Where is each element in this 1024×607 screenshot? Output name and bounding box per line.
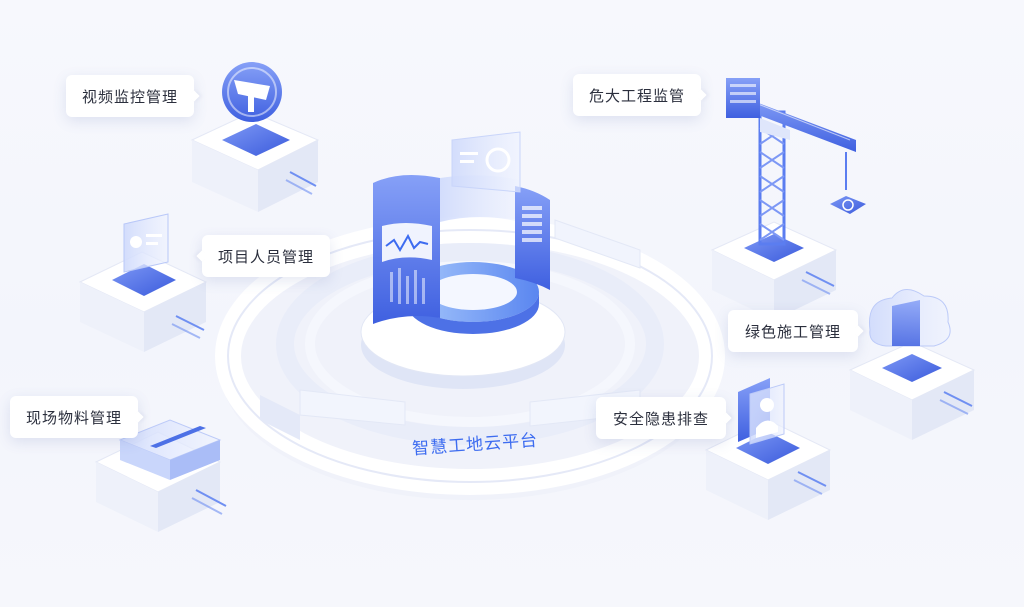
label-text: 项目人员管理 [218,248,315,266]
label-text: 绿色施工管理 [744,323,841,341]
central-hub [360,131,566,389]
pedestal-safety [704,419,832,520]
label-text: 安全隐患排查 [612,410,709,428]
cloud-icon [868,289,951,347]
stacked-boxes-icon [118,419,222,480]
pedestal-green [848,341,976,440]
worker-shield-icon [738,378,785,445]
label-project-personnel[interactable]: 项目人员管理 [202,235,330,277]
pedestal-video [190,111,320,212]
pedestal-personnel [78,251,208,352]
label-safety-hazard-check[interactable]: 安全隐患排查 [596,397,726,439]
label-video-monitoring[interactable]: 视频监控管理 [66,75,194,117]
tower-crane-icon [726,78,866,246]
label-text: 视频监控管理 [82,88,179,106]
label-text: 现场物料管理 [26,409,123,427]
label-green-construction[interactable]: 绿色施工管理 [728,310,858,352]
pedestal-crane [710,221,838,320]
security-camera-icon [222,62,282,122]
label-text: 危大工程监管 [589,87,686,105]
id-card-icon [123,213,169,273]
label-site-materials[interactable]: 现场物料管理 [10,396,138,438]
label-hazard-engineering[interactable]: 危大工程监管 [573,74,701,116]
